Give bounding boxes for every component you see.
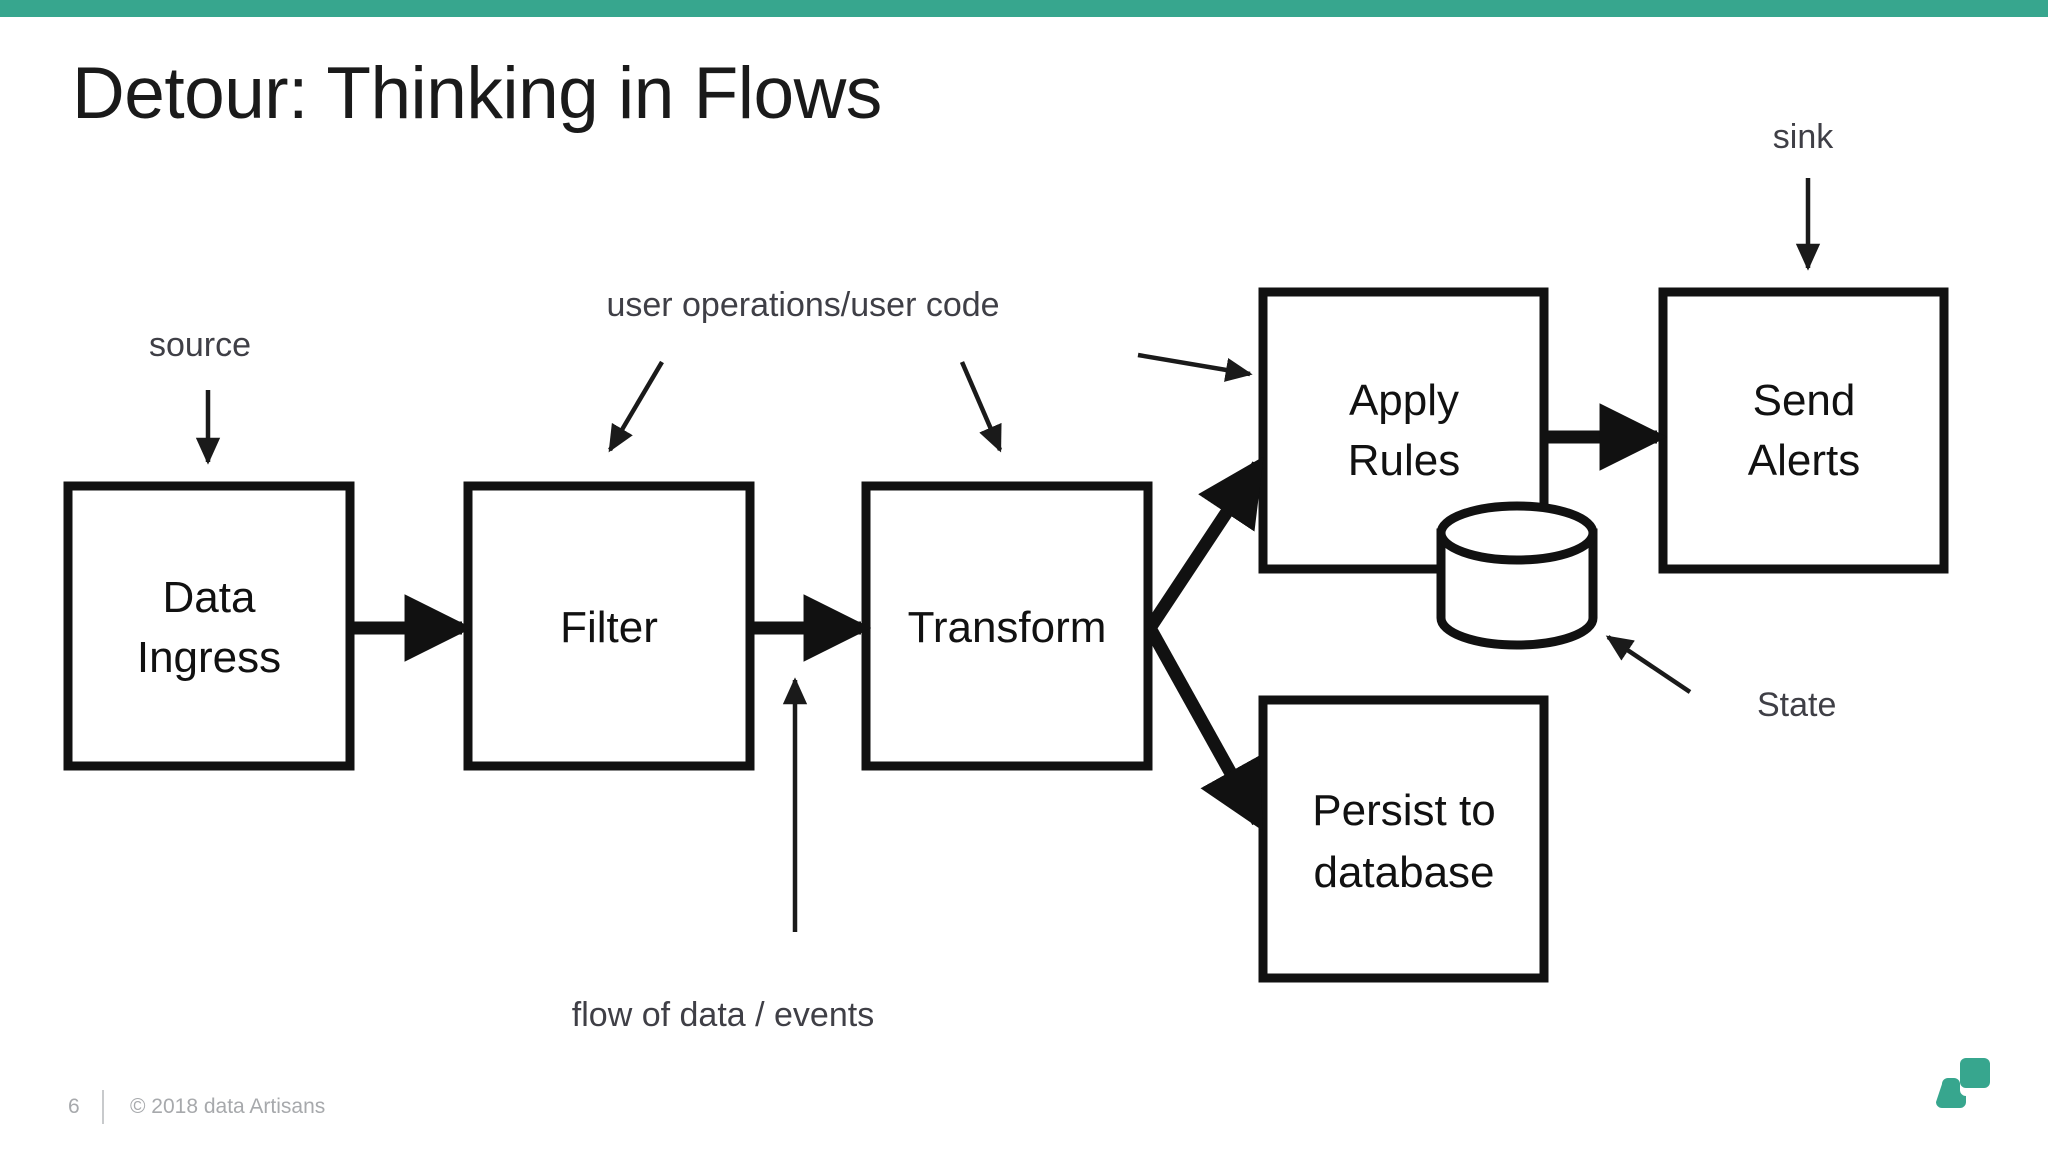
annotation-source: source <box>149 326 251 465</box>
annotation-flow-of-data-label: flow of data / events <box>572 996 874 1034</box>
annotation-user-operations-arrow-right <box>959 361 1003 453</box>
node-label-filter: Filter <box>560 603 658 652</box>
node-state-store[interactable] <box>1436 501 1598 650</box>
page-number: 6 <box>68 1095 80 1118</box>
node-data-ingress[interactable]: Data Ingress <box>63 481 355 771</box>
node-label-send-alerts-line2: Alerts <box>1748 436 1860 485</box>
node-label-persist-line2: database <box>1313 848 1494 897</box>
annotation-user-operations: user operations/user code <box>606 286 1003 453</box>
node-transform[interactable]: Transform <box>861 481 1153 771</box>
node-label-apply-rules-line1: Apply <box>1349 376 1459 425</box>
annotation-user-operations-label: user operations/user code <box>606 286 999 324</box>
node-persist-to-database[interactable]: Persist to database <box>1258 695 1549 983</box>
annotation-sink-label: sink <box>1773 118 1834 156</box>
node-label-transform: Transform <box>908 603 1107 652</box>
copyright-text: © 2018 data Artisans <box>130 1095 326 1118</box>
node-label-data-ingress-line2: Ingress <box>137 633 281 682</box>
edge-transform-to-apply-rules <box>1144 456 1264 632</box>
node-filter[interactable]: Filter <box>463 481 755 771</box>
footer: 6 © 2018 data Artisans <box>68 1090 325 1124</box>
edge-transform-to-persist <box>1144 624 1264 831</box>
node-label-send-alerts-line1: Send <box>1753 376 1856 425</box>
node-label-apply-rules-line2: Rules <box>1348 436 1461 485</box>
annotation-state: State <box>1605 635 1836 724</box>
data-artisans-logo <box>1936 1058 1990 1108</box>
page-title: Detour: Thinking in Flows <box>72 53 882 134</box>
node-label-persist-line1: Persist to <box>1312 786 1495 835</box>
annotation-apply-rules-pointer-arrow <box>1137 352 1253 382</box>
node-send-alerts[interactable]: Send Alerts <box>1658 287 1949 574</box>
annotation-state-label: State <box>1757 686 1836 724</box>
annotation-flow-of-data: flow of data / events <box>572 677 874 1034</box>
annotation-user-operations-arrow-left <box>608 360 664 453</box>
footer-divider <box>102 1090 104 1124</box>
node-label-data-ingress-line1: Data <box>163 573 256 622</box>
annotation-sink: sink <box>1773 118 1834 271</box>
top-accent-bar <box>0 0 2048 17</box>
annotation-state-arrow <box>1605 635 1692 694</box>
annotation-source-label: source <box>149 326 251 364</box>
